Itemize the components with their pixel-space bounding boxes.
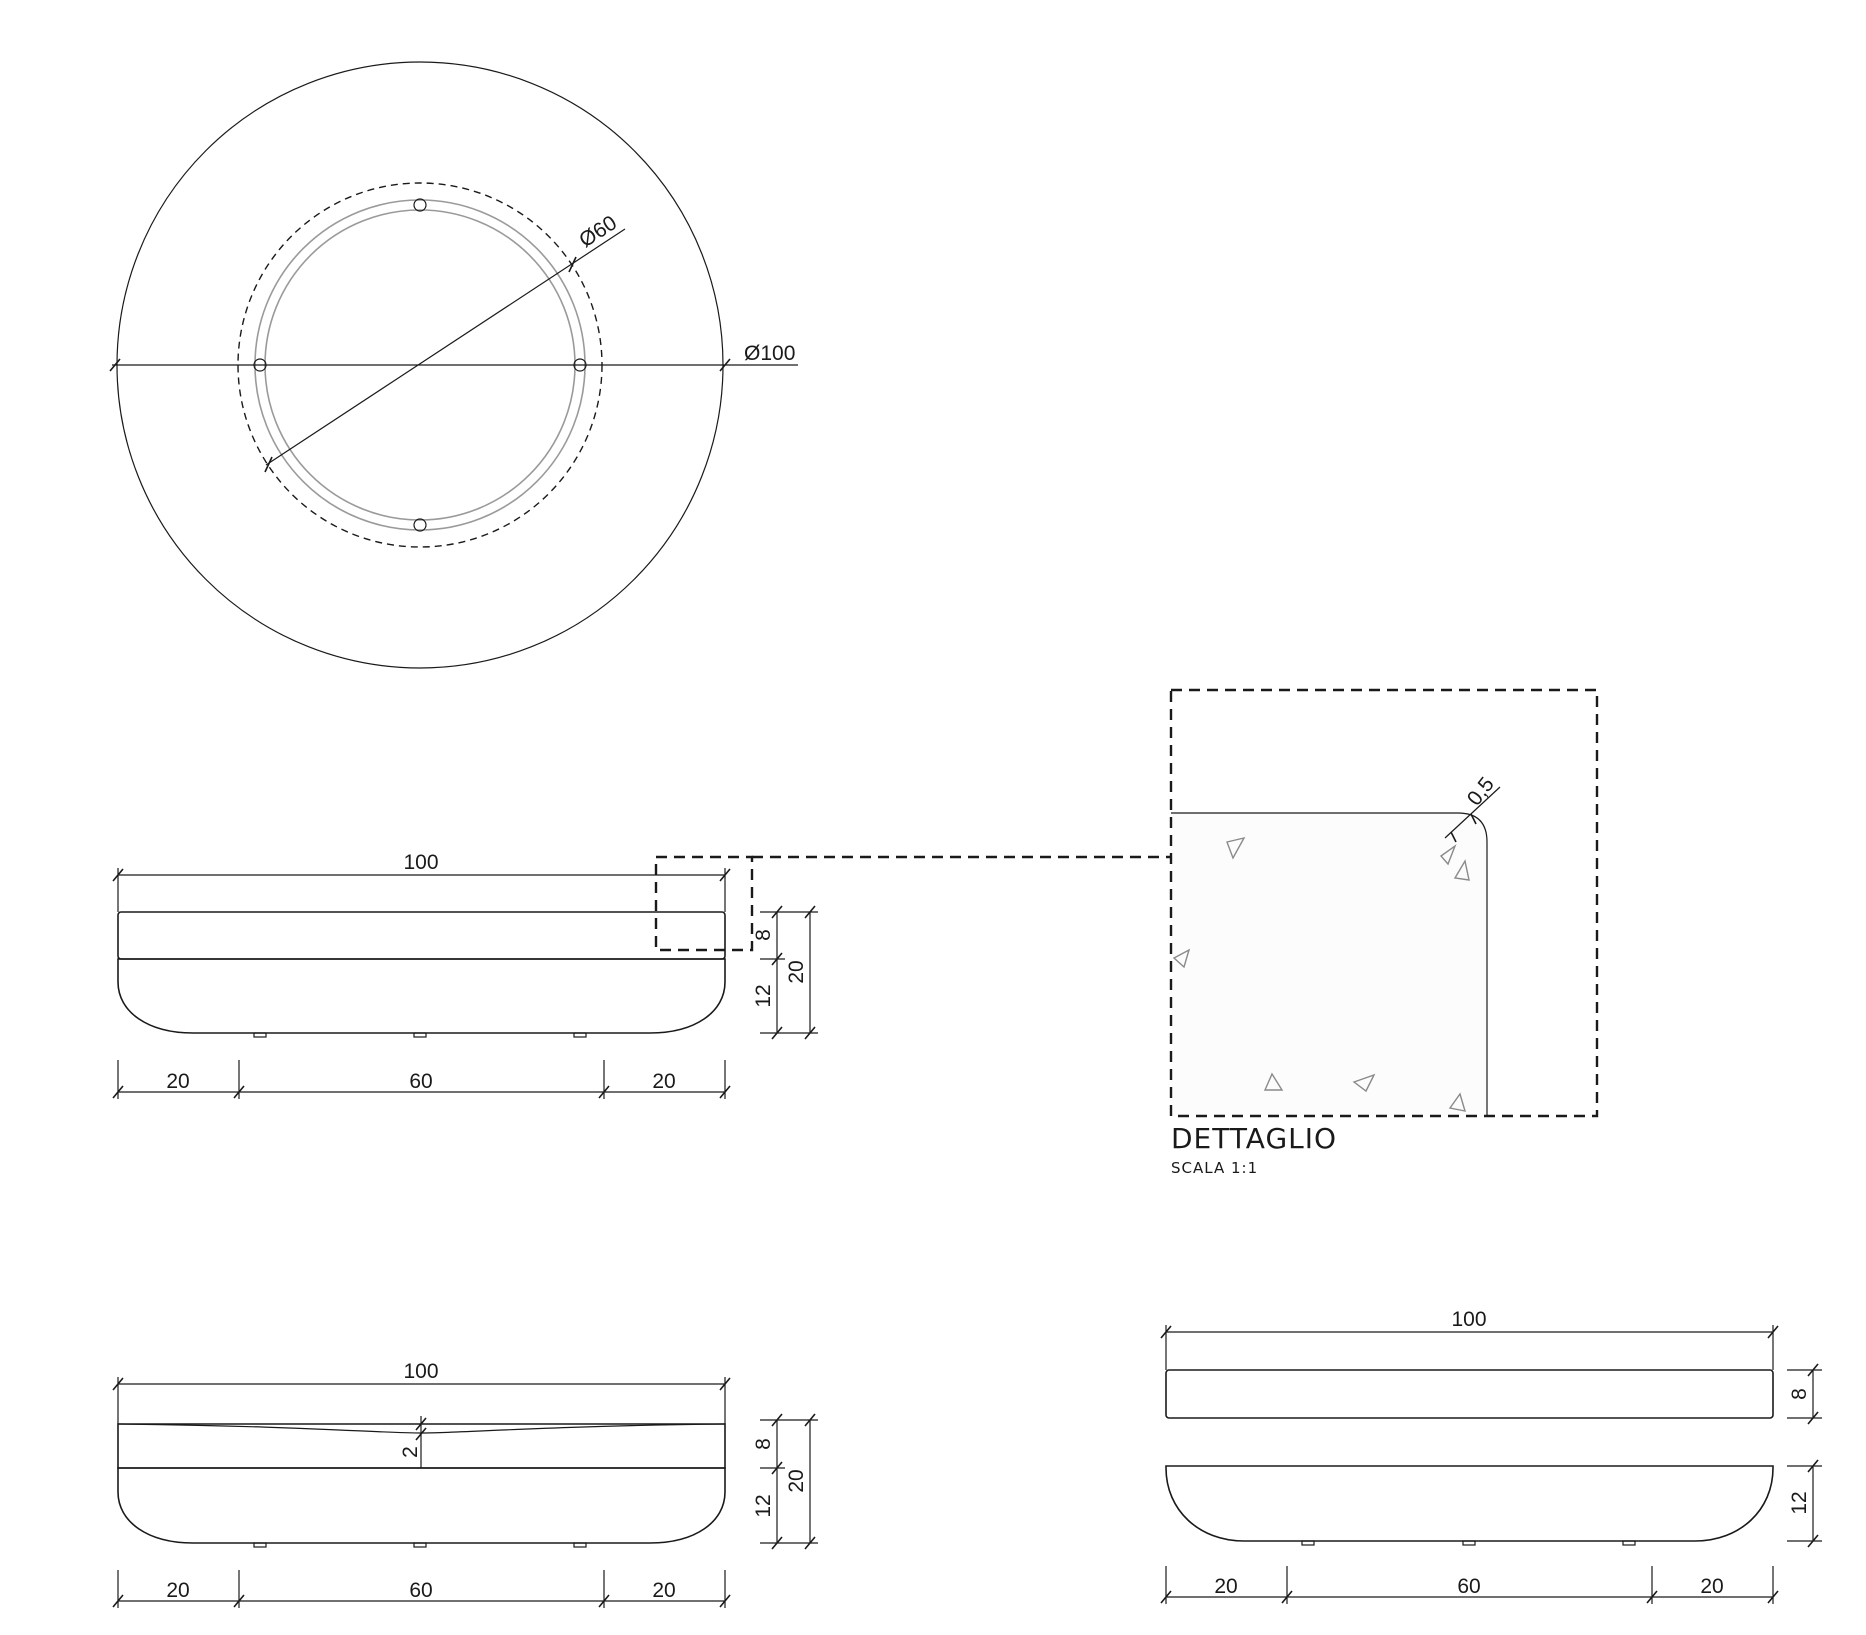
section-a-base — [117, 958, 726, 1034]
detail-view: 0,5 DETTAGLIO SCALA 1:1 — [1169, 688, 1599, 1177]
section-b-recess-label: 2 — [399, 1446, 422, 1458]
section-a: 100 20 60 20 8 12 20 — [112, 851, 1171, 1099]
plan-diameter-100-label: Ø100 — [744, 342, 795, 365]
section-a-top-thickness-label: 8 — [752, 929, 775, 941]
exploded-base-thickness-label: 12 — [1788, 1491, 1811, 1514]
exploded-top-thickness-label: 8 — [1788, 1388, 1811, 1400]
plan-view: Ø100 Ø60 — [109, 61, 798, 669]
section-a-right-label: 20 — [652, 1070, 675, 1093]
detail-callout-box — [654, 855, 754, 952]
exploded-width-label: 100 — [1451, 1308, 1486, 1331]
exploded-top-slab — [1165, 1369, 1774, 1419]
exploded-right-label: 20 — [1700, 1575, 1723, 1598]
plan-hole-top — [413, 198, 427, 212]
section-b-width-label: 100 — [403, 1360, 438, 1383]
detail-frame — [1169, 688, 1599, 1118]
plan-diameter-60-line — [265, 228, 626, 466]
section-a-middle-label: 60 — [409, 1070, 432, 1093]
exploded-left-label: 20 — [1214, 1575, 1237, 1598]
exploded-base — [1165, 1465, 1774, 1542]
section-b-top-thickness-label: 8 — [752, 1438, 775, 1450]
section-a-width-label: 100 — [403, 851, 438, 874]
section-b-middle-label: 60 — [409, 1579, 432, 1602]
section-b: 2 100 20 60 20 8 12 20 — [112, 1360, 818, 1608]
plan-hole-bottom — [413, 518, 427, 532]
section-b-right-label: 20 — [652, 1579, 675, 1602]
detail-radius-label: 0,5 — [1463, 773, 1499, 810]
section-b-base — [117, 1467, 726, 1544]
detail-edge-profile — [1171, 812, 1488, 1116]
section-a-left-label: 20 — [166, 1070, 189, 1093]
section-b-base-thickness-label: 12 — [752, 1494, 775, 1517]
exploded-middle-label: 60 — [1457, 1575, 1480, 1598]
section-a-base-thickness-label: 12 — [752, 984, 775, 1007]
section-a-total-height-label: 20 — [785, 960, 808, 983]
detail-scale: SCALA 1:1 — [1171, 1159, 1258, 1177]
section-b-left-label: 20 — [166, 1579, 189, 1602]
section-a-top-slab — [117, 911, 726, 960]
exploded-view: 100 20 60 20 8 12 — [1160, 1308, 1822, 1604]
section-b-total-height-label: 20 — [785, 1469, 808, 1492]
detail-title: DETTAGLIO — [1171, 1122, 1337, 1155]
